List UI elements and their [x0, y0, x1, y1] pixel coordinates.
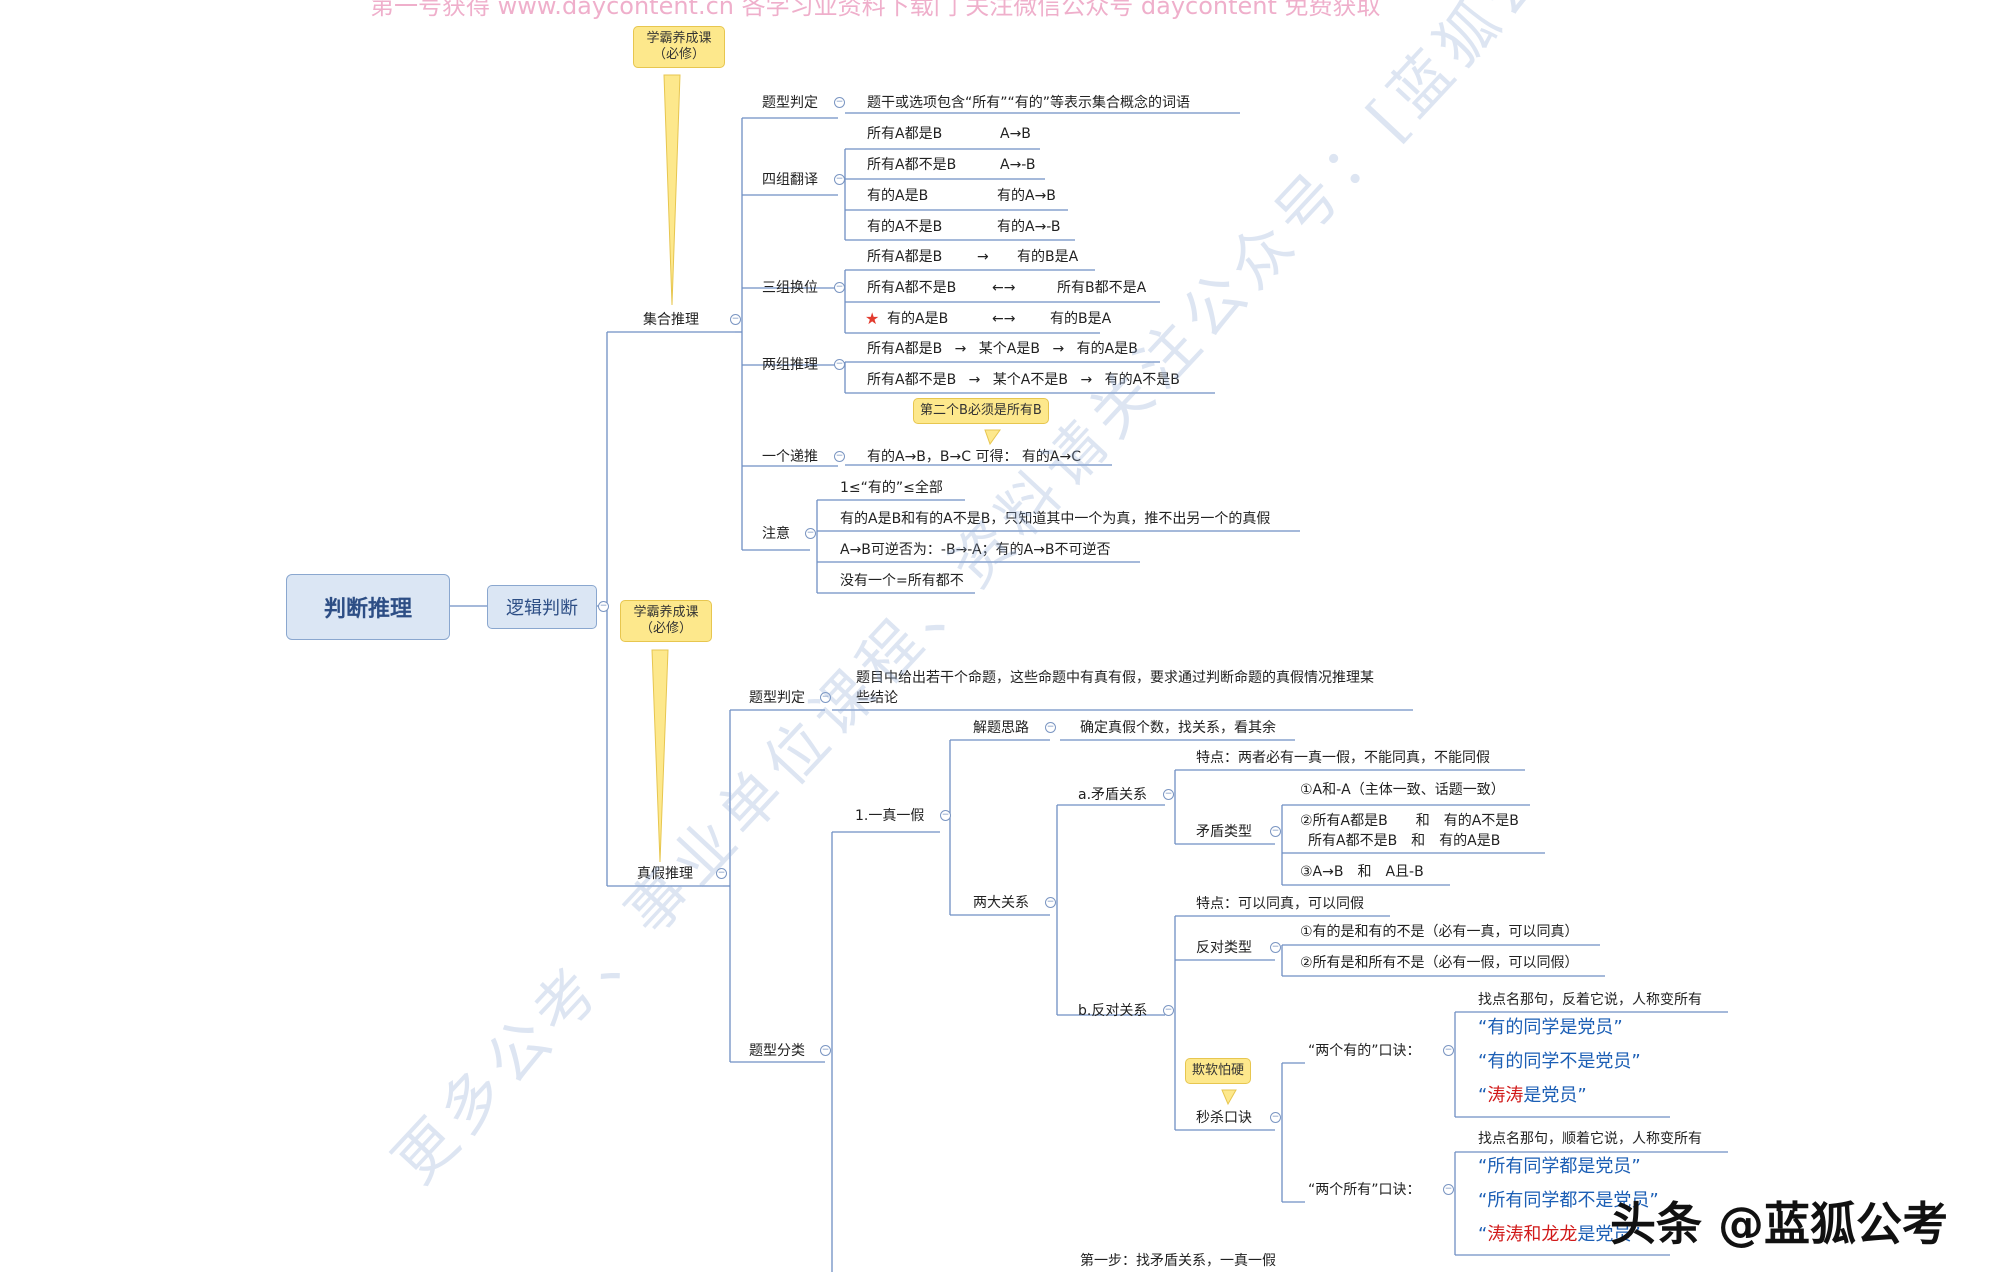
four-row: 所有A都是B: [867, 126, 943, 142]
tf-type-judge-text: 些结论: [856, 690, 898, 706]
two-row: 所有A都不是B → 某个A不是B → 有的A不是B: [867, 372, 1180, 388]
truth-reasoning-node[interactable]: 真假推理: [637, 866, 693, 882]
contrary-item: ②所有是和所有不是（必有一假，可以同假）: [1300, 955, 1579, 971]
second-b-callout: 第二个B必须是所有B: [913, 398, 1049, 424]
two-some-node[interactable]: “两个有的”口诀：: [1308, 1043, 1421, 1059]
four-row: 有的A是B: [867, 188, 929, 204]
three-row-result: 所有B都不是A: [1057, 280, 1147, 296]
contradiction-item: 所有A都不是B 和 有的A是B: [1308, 833, 1501, 849]
four-translation-node[interactable]: 四组翻译: [762, 172, 818, 188]
note-node[interactable]: 注意: [762, 526, 790, 542]
collapse-icon[interactable]: −: [1163, 1005, 1174, 1016]
collapse-icon[interactable]: −: [716, 868, 727, 879]
collapse-icon[interactable]: −: [1270, 826, 1281, 837]
two-some-quote: “涛涛是党员”: [1478, 1085, 1587, 1106]
three-row-arrow: ←→: [992, 280, 1016, 296]
four-row: 所有A都不是B: [867, 157, 957, 173]
two-reasoning-node[interactable]: 两组推理: [762, 357, 818, 373]
approach-node[interactable]: 解题思路: [973, 720, 1029, 736]
two-all-hint: 找点名那句，顺着它说，人称变所有: [1478, 1131, 1702, 1147]
two-all-quote: “所有同学都是党员”: [1478, 1156, 1641, 1177]
three-row-arrow: →: [977, 249, 989, 265]
collapse-icon[interactable]: −: [834, 97, 845, 108]
collapse-icon[interactable]: −: [1163, 789, 1174, 800]
three-row-result: 有的B是A: [1017, 249, 1079, 265]
approach-text: 确定真假个数，找关系，看其余: [1080, 720, 1276, 736]
two-row: 所有A都是B → 某个A是B → 有的A是B: [867, 341, 1138, 357]
collapse-icon[interactable]: −: [834, 359, 845, 370]
two-all-quote: “所有同学都不是党员”: [1478, 1190, 1659, 1211]
collapse-icon[interactable]: −: [1045, 897, 1056, 908]
four-row: 有的A不是B: [867, 219, 943, 235]
set-type-judge-text: 题干或选项包含“所有”“有的”等表示集合概念的词语: [867, 95, 1191, 111]
one-true-one-false-node[interactable]: 1.一真一假: [855, 808, 925, 824]
four-row-formula: A→-B: [1000, 157, 1036, 173]
collapse-icon[interactable]: −: [940, 810, 951, 821]
note-row: A→B可逆否为：-B→-A；有的A→B不可逆否: [840, 542, 1111, 558]
two-some-quote: “有的同学是党员”: [1478, 1017, 1623, 1038]
step-one-text: 第一步：找矛盾关系，一真一假: [1080, 1253, 1276, 1269]
collapse-icon[interactable]: −: [598, 601, 609, 612]
collapse-icon[interactable]: −: [1045, 722, 1056, 733]
four-row-formula: 有的A→B: [997, 188, 1056, 204]
logic-judgment-node[interactable]: 逻辑判断: [487, 585, 597, 629]
note-row: 1≤“有的”≤全部: [840, 480, 943, 496]
collapse-icon[interactable]: −: [834, 451, 845, 462]
collapse-icon[interactable]: −: [1270, 942, 1281, 953]
course-callout-top: 学霸养成课 （必修）: [633, 26, 725, 68]
tf-type-judge-node[interactable]: 题型判定: [749, 690, 805, 706]
two-some-quote: “有的同学不是党员”: [1478, 1051, 1641, 1072]
contradiction-feature: 特点：两者必有一真一假，不能同真，不能同假: [1196, 750, 1490, 766]
note-row: 没有一个=所有都不: [840, 573, 964, 589]
contrary-node[interactable]: b.反对关系: [1078, 1003, 1148, 1019]
contradiction-item: ③A→B 和 A且-B: [1300, 864, 1424, 880]
contradiction-item: ②所有A都是B 和 有的A不是B: [1300, 813, 1519, 829]
two-all-node[interactable]: “两个所有”口诀：: [1308, 1182, 1421, 1198]
two-relations-node[interactable]: 两大关系: [973, 895, 1029, 911]
three-row: 所有A都不是B: [867, 280, 957, 296]
collapse-icon[interactable]: −: [834, 174, 845, 185]
tf-classify-node[interactable]: 题型分类: [749, 1043, 805, 1059]
contrary-type-node[interactable]: 反对类型: [1196, 940, 1252, 956]
contradiction-item: ①A和-A（主体一致、话题一致）: [1300, 782, 1505, 798]
trick-node[interactable]: 秒杀口诀: [1196, 1110, 1252, 1126]
contradiction-type-node[interactable]: 矛盾类型: [1196, 824, 1252, 840]
set-reasoning-node[interactable]: 集合推理: [643, 312, 699, 328]
root-node[interactable]: 判断推理: [286, 574, 450, 640]
collapse-icon[interactable]: −: [1270, 1112, 1281, 1123]
collapse-icon[interactable]: −: [1443, 1045, 1454, 1056]
collapse-icon[interactable]: −: [820, 692, 831, 703]
one-chain-text: 有的A→B，B→C 可得： 有的A→C: [867, 449, 1082, 465]
collapse-icon[interactable]: −: [730, 314, 741, 325]
collapse-icon[interactable]: −: [834, 282, 845, 293]
one-chain-node[interactable]: 一个递推: [762, 449, 818, 465]
four-row-formula: 有的A→-B: [997, 219, 1061, 235]
three-row-result: 有的B是A: [1050, 311, 1112, 327]
three-row: 有的A是B: [887, 311, 949, 327]
three-row-arrow: ←→: [992, 311, 1016, 327]
collapse-icon[interactable]: −: [1443, 1184, 1454, 1195]
two-all-quote: “涛涛和龙龙是党员”: [1478, 1224, 1641, 1245]
three-row: 所有A都是B: [867, 249, 943, 265]
four-row-formula: A→B: [1000, 126, 1031, 142]
three-conversion-node[interactable]: 三组换位: [762, 280, 818, 296]
top-watermark-text: 第一号获得 www.daycontent.cn 各学习业资料下载门 关注微信公众…: [370, 0, 1381, 20]
collapse-icon[interactable]: −: [820, 1045, 831, 1056]
collapse-icon[interactable]: −: [805, 528, 816, 539]
two-some-hint: 找点名那句，反着它说，人称变所有: [1478, 992, 1702, 1008]
tf-type-judge-text: 题目中给出若干个命题，这些命题中有真有假，要求通过判断命题的真假情况推理某: [856, 670, 1374, 686]
course-callout-bottom: 学霸养成课 （必修）: [620, 600, 712, 642]
contrary-feature: 特点：可以同真，可以同假: [1196, 896, 1364, 912]
contradiction-node[interactable]: a.矛盾关系: [1078, 787, 1148, 803]
brand-watermark: 头条 @蓝狐公考: [1610, 1197, 1949, 1251]
note-row: 有的A是B和有的A不是B，只知道其中一个为真，推不出另一个的真假: [840, 511, 1271, 527]
set-type-judge-node[interactable]: 题型判定: [762, 95, 818, 111]
star-icon: ★: [865, 309, 880, 328]
soft-callout: 欺软怕硬: [1185, 1058, 1252, 1084]
contrary-item: ①有的是和有的不是（必有一真，可以同真）: [1300, 924, 1579, 940]
